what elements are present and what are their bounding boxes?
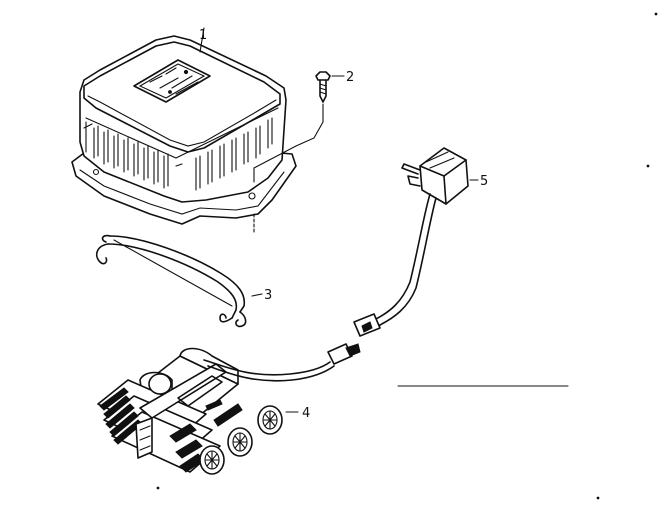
ac-adapter [353,147,479,337]
callout-2: 2 [346,70,354,85]
callout-4: 4 [302,406,310,421]
pump-housing [71,27,297,225]
cell-end-3 [257,405,283,435]
callout-1: 1 [199,28,207,43]
battery-pack [97,347,335,475]
cell-end-2 [227,427,253,457]
strap [95,234,263,328]
screw [253,71,345,233]
callout-5: 5 [480,174,488,189]
battery-connector [327,343,361,365]
cell-end-1 [199,445,225,475]
callout-3: 3 [264,288,272,303]
